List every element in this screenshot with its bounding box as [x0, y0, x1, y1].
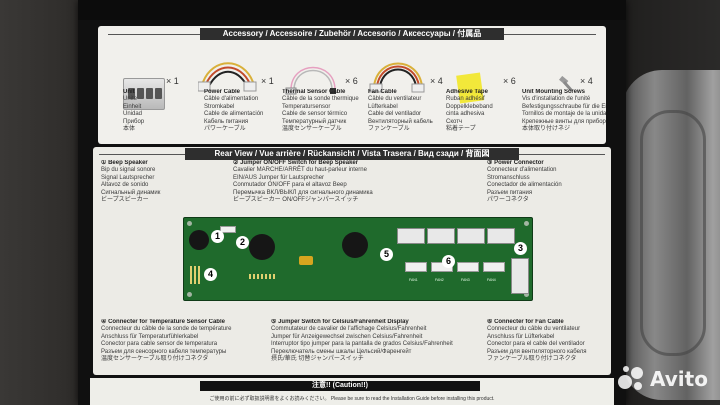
caution-panel: 注意!! (Caution!!) ご使用の前に必ず取扱説明書をよくお読みください… — [90, 378, 614, 405]
accessory-header: Accessory / Accessoire / Zubehör / Acces… — [200, 28, 504, 40]
block-connector-3 — [457, 228, 485, 244]
block-connector-1 — [397, 228, 425, 244]
caution-text: ご使用の前に必ず取扱説明書をよくお読みください。 Please be sure … — [209, 396, 495, 402]
capacitor-right — [342, 232, 368, 258]
fan-label-4: FAN4 — [487, 278, 496, 282]
beep-jumper-header — [220, 226, 236, 233]
circuit-board: FAN1 FAN2 FAN3 FAN4 1 2 3 4 5 6 — [183, 217, 533, 301]
sensor-pins — [190, 266, 200, 284]
callout-power-connector: ③ Power Connector Connecteur d'alimentat… — [487, 160, 562, 204]
marker-4: 4 — [204, 268, 217, 281]
thermal-sensor-cable-picture — [285, 66, 336, 95]
block-connector-2 — [427, 228, 455, 244]
marker-2: 2 — [236, 236, 249, 249]
power-cable-picture — [198, 62, 257, 92]
fan-connector-3 — [457, 262, 479, 272]
unit-picture — [123, 78, 165, 110]
fan-connector-4 — [483, 262, 505, 272]
power-connector — [511, 258, 529, 294]
thermal-sensor-cable-qty: × 6 — [345, 76, 358, 86]
caution-title: 注意!! (Caution!!) — [200, 381, 480, 391]
callout-beep-speaker: ① Beep Speaker Bip du signal sonore Sign… — [101, 160, 161, 204]
fan-label-1: FAN1 — [409, 278, 418, 282]
avito-logo-icon — [618, 366, 643, 390]
marker-1: 1 — [211, 230, 224, 243]
rear-header: Rear View / Vue arrière / Rückansicht / … — [185, 148, 519, 160]
thermal-sensor-cable-labels: Thermal Sensor Cable Câble de la sonde t… — [282, 89, 359, 133]
fan-cable-labels: Fan Cable Câble du ventilateur Lüfterkab… — [368, 89, 433, 133]
fan-label-2: FAN2 — [435, 278, 444, 282]
screw-qty: × 4 — [580, 76, 593, 86]
avito-watermark: Avito — [616, 362, 720, 396]
capacitor-left — [249, 234, 275, 260]
watermark-text: Avito — [650, 367, 708, 391]
callout-beep-jumper: ② Jumper ON/OFF Switch for Beep Speaker … — [233, 160, 373, 204]
power-cable-qty: × 1 — [261, 76, 274, 86]
unit-qty: × 1 — [166, 76, 179, 86]
screw-labels: Unit Mounting Screws Vis d'installation … — [522, 89, 606, 133]
metal-rim — [640, 110, 706, 356]
screw-picture — [559, 76, 574, 92]
accessory-panel: Accessory / Accessoire / Zubehör / Acces… — [98, 26, 606, 144]
fan-label-3: FAN3 — [461, 278, 470, 282]
callout-fan-connector: ⑥ Connecter for Fan Cable Connecteur du … — [487, 319, 587, 363]
marker-5: 5 — [380, 248, 393, 261]
unit-labels: Unit Unite Einheit Unidad Прибор 本体 — [123, 89, 145, 133]
speaker-component — [189, 230, 209, 250]
marker-3: 3 — [514, 242, 527, 255]
box-top-edge — [78, 0, 626, 20]
block-connector-4 — [487, 228, 515, 244]
fan-cable-picture — [369, 62, 425, 93]
rear-view-panel: Rear View / Vue arrière / Rückansicht / … — [93, 147, 611, 375]
fan-connector-1 — [405, 262, 427, 272]
adhesive-tape-labels: Adhesive Tape Ruban adhésif Doppelklebeb… — [446, 89, 493, 133]
fan-cable-qty: × 4 — [430, 76, 443, 86]
power-cable-labels: Power Cable Câble d'alimentation Stromka… — [204, 89, 264, 133]
marker-6: 6 — [442, 255, 455, 268]
callout-temp-sensor-connector: ④ Connecter for Temperature Sensor Cable… — [101, 319, 232, 363]
product-box: Accessory / Accessoire / Zubehör / Acces… — [78, 0, 626, 405]
adhesive-tape-qty: × 6 — [503, 76, 516, 86]
callout-celsius-jumper: ⑤ Jumper Switch for Celsius/Fahrenheit D… — [271, 319, 453, 363]
pin-header — [249, 274, 277, 279]
jumper-component — [299, 256, 313, 265]
